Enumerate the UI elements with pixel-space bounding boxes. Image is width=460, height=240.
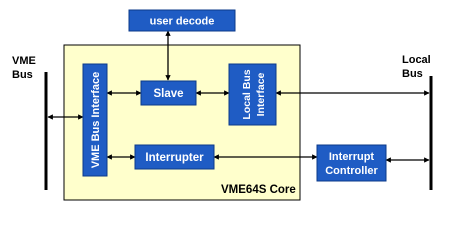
core-label: VME64S Core [221,184,296,196]
vme64s-block-diagram: user decode VME Bus Interface Slave Loca… [12,9,433,201]
user-decode-block: user decode [128,9,236,32]
vme-bus-interface-label: VME Bus Interface [90,72,102,169]
local-bus-label-line2: Bus [402,68,423,80]
interrupt-controller-block: Interrupt Controller [316,144,387,182]
interrupt-controller-label-line1: Interrupt [329,151,375,163]
vme-bus-label-line1: VME [12,55,36,67]
local-bus-label-line1: Local [402,54,431,66]
diagram-svg: user decode VME Bus Interface Slave Loca… [12,9,433,201]
vme-bus-interface-block: VME Bus Interface [82,63,108,177]
local-bus-interface-label-line1: Local Bus [241,69,253,119]
interrupter-block: Interrupter [134,144,215,170]
local-bus-interface-label-line2: Interface [255,72,267,116]
slave-block: Slave [140,80,197,106]
interrupt-controller-label-line2: Controller [325,165,378,177]
slave-label: Slave [153,88,183,100]
interrupter-label: Interrupter [145,152,204,164]
vme-bus-label-line2: Bus [12,69,33,81]
user-decode-label: user decode [150,16,215,28]
local-bus-interface-block: Local Bus Interface [228,63,277,126]
